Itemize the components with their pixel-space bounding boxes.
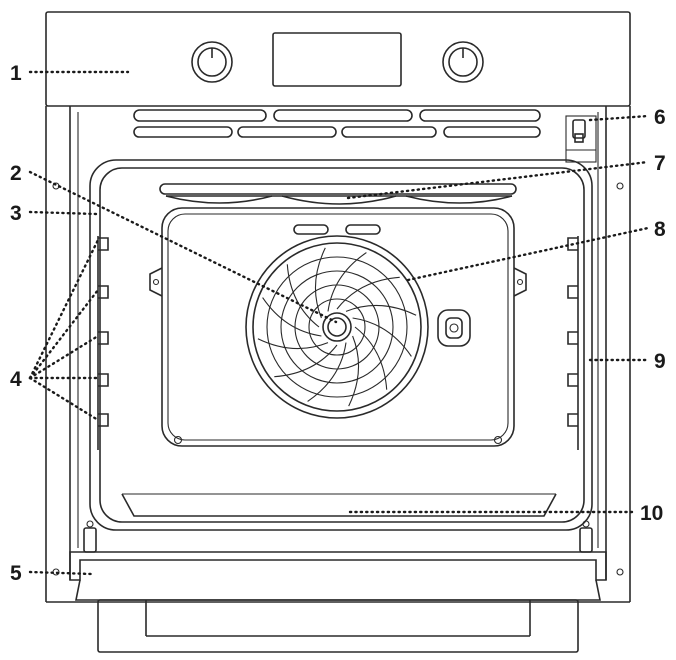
leader-5 <box>28 570 94 576</box>
fan-cover-slot <box>286 264 320 328</box>
left-shelf-hook <box>98 237 109 251</box>
callout-1: 1 <box>10 62 22 85</box>
back-wall <box>149 207 527 447</box>
callout-6: 6 <box>654 106 666 129</box>
oven-lamp <box>437 309 471 347</box>
callout-9: 9 <box>654 350 666 373</box>
callout-8: 8 <box>654 218 666 241</box>
left-shelf-hook <box>98 413 109 427</box>
leader-7 <box>346 160 650 200</box>
leader-4b <box>28 288 100 380</box>
left-shelf-hook <box>98 373 109 387</box>
top-heating-element <box>159 183 517 205</box>
right-knob <box>442 41 484 83</box>
fan-cover-slot <box>257 338 329 350</box>
leader-3 <box>28 210 98 216</box>
fan-cover-slot <box>336 276 400 310</box>
left-shelf-hook <box>98 285 109 299</box>
fan-cover-slot <box>352 317 412 357</box>
leader-4a <box>28 238 100 380</box>
leader-8 <box>406 226 650 282</box>
bottom-trim <box>69 551 607 601</box>
leader-4e <box>28 376 100 422</box>
right-shelf-hook <box>567 285 578 299</box>
fan-cover <box>245 235 429 419</box>
right-shelf-hook <box>567 373 578 387</box>
fan-cover-slot <box>327 252 367 312</box>
callout-labels: 1 2 3 4 5 6 7 8 9 10 <box>10 62 666 585</box>
cavity-frame <box>89 159 593 531</box>
callout-3: 3 <box>10 202 22 225</box>
right-shelf-hook <box>567 237 578 251</box>
fan-cover-slot <box>345 304 417 316</box>
fan-cover-slot <box>314 247 326 319</box>
shelf-supports <box>97 236 579 450</box>
fan-cover-slot <box>307 342 347 402</box>
callout-7: 7 <box>654 152 666 175</box>
callout-2: 2 <box>10 162 22 185</box>
fan-cover-slot <box>354 326 388 390</box>
leader-lines <box>28 70 650 576</box>
lower-drawer <box>97 599 579 653</box>
door-hinges <box>83 520 593 553</box>
right-shelf-hook <box>567 413 578 427</box>
bottom-heater-cover <box>121 493 557 517</box>
oven-body <box>45 106 631 603</box>
left-knob <box>191 41 233 83</box>
callout-4: 4 <box>10 368 22 391</box>
leader-4c <box>28 334 100 380</box>
fan-cover-slot <box>274 344 338 378</box>
display-window <box>272 32 402 87</box>
door-switch <box>565 115 597 163</box>
right-shelf-hook <box>567 331 578 345</box>
fan-cover-slot <box>348 335 360 407</box>
callout-5: 5 <box>10 562 22 585</box>
cooling-vents <box>133 109 541 138</box>
fan-cover-slot <box>262 297 322 337</box>
callout-10: 10 <box>640 502 663 525</box>
leader-6 <box>588 114 650 122</box>
left-shelf-hook <box>98 331 109 345</box>
control-panel <box>45 11 631 107</box>
